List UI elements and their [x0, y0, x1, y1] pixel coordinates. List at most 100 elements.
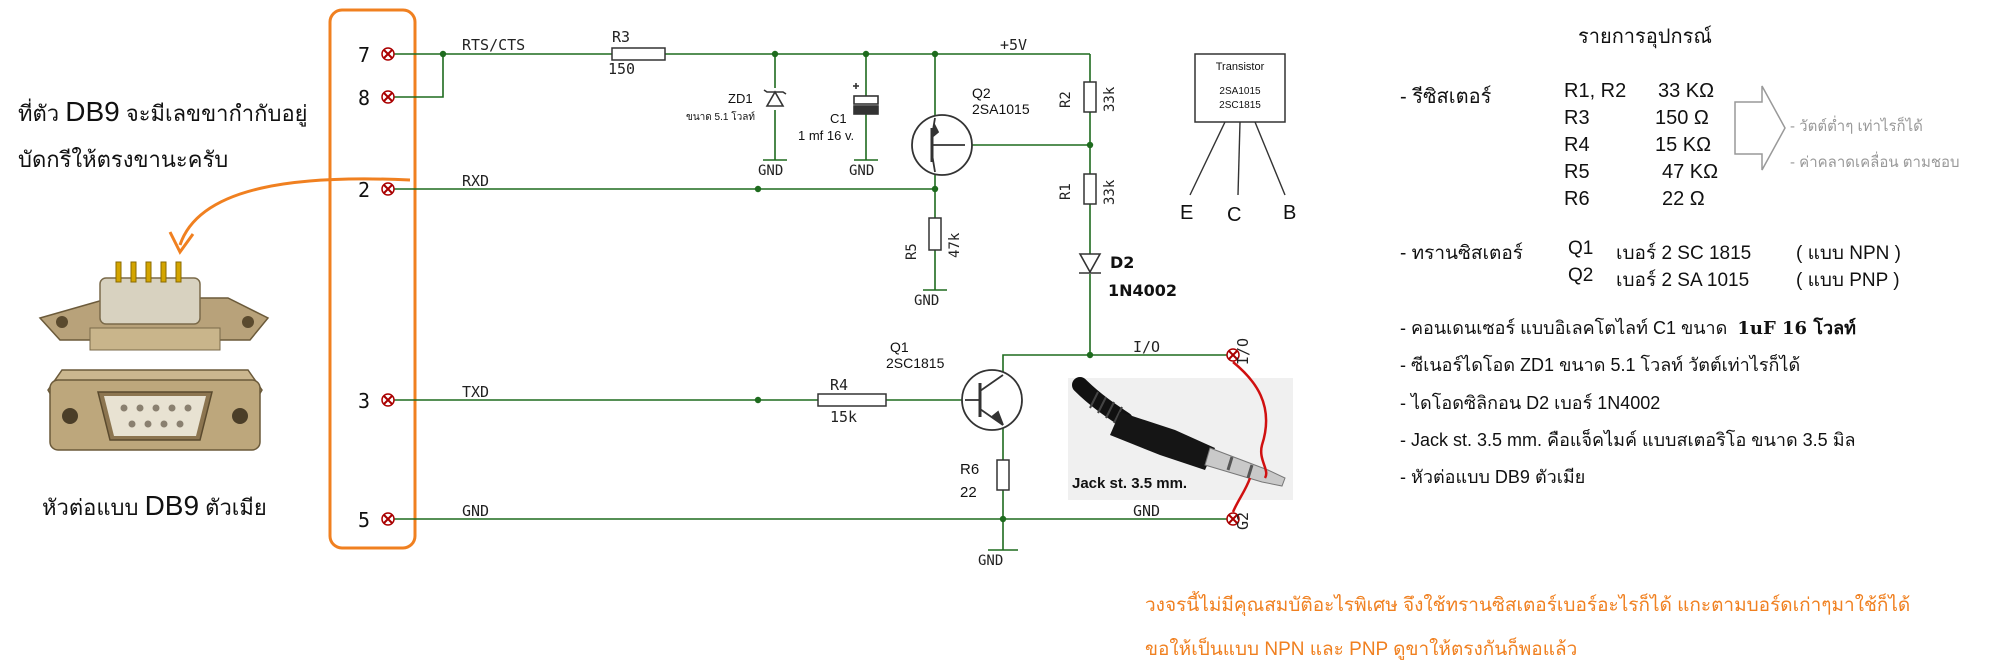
c1-value: 1 mf 16 v.	[798, 128, 854, 143]
r4-resistor	[817, 393, 887, 407]
c1-gnd: GND	[849, 163, 874, 179]
resistor-label: - รีซิสเตอร์	[1400, 86, 1492, 108]
pin-8-label: 8	[358, 86, 370, 110]
pin-5-label: 5	[358, 508, 370, 532]
pin-2-icon	[381, 182, 395, 196]
vcc-label: +5V	[1000, 36, 1027, 54]
connector-caption: หัวต่อแบบ DB9 ตัวเมีย	[42, 490, 267, 521]
pinout-c: C	[1227, 204, 1241, 226]
db9-item: - หัวต่อแบบ DB9 ตัวเมีย	[1400, 467, 1586, 487]
resistor-note-2: - ค่าคลาดเคลื่อน ตามชอบ	[1790, 154, 1960, 171]
resistor-ref-5: R6	[1564, 188, 1590, 210]
pin-7-label: 7	[358, 43, 370, 67]
transistor-pinout	[1189, 53, 1286, 196]
pin-7-icon	[381, 47, 395, 61]
r4-name: R4	[830, 376, 848, 394]
transistor-ref-1: Q1	[1568, 238, 1594, 259]
resistor-value-5: 22 Ω	[1662, 188, 1705, 210]
q2-name: Q2	[972, 85, 991, 101]
r2-value: 33k	[1102, 86, 1118, 112]
pin-5-icon	[381, 512, 395, 526]
capacitor-item: - คอนเดนเซอร์ แบบอิเลคโตไลท์ C1 ขนาด 1uF…	[1400, 318, 1857, 339]
r4-value: 15k	[830, 408, 857, 426]
zd1-gnd: GND	[758, 163, 783, 179]
r1-resistor	[1083, 173, 1097, 205]
d2-name: D2	[1110, 253, 1134, 272]
pinout-e: E	[1180, 202, 1193, 224]
transistor-text-2: เบอร์ 2 SA 1015	[1616, 270, 1750, 291]
r6-gnd: GND	[978, 553, 1003, 569]
pin-3-label: 3	[358, 389, 370, 413]
r6-resistor	[996, 459, 1010, 491]
r2-resistor	[1083, 81, 1097, 113]
diode-item: - ไดโอดซิลิกอน D2 เบอร์ 1N4002	[1400, 393, 1661, 413]
pin-3-icon	[381, 393, 395, 407]
pinout-title: Transistor	[1216, 61, 1265, 73]
arrow-head-icon	[168, 231, 195, 255]
pin-8-icon	[381, 90, 395, 104]
io-label: I/O	[1133, 338, 1160, 356]
resistor-ref-1: R1, R2	[1564, 80, 1627, 102]
pinout-line2: 2SC1815	[1219, 100, 1261, 111]
transistor-ref-2: Q2	[1568, 265, 1594, 286]
transistor-text-1: เบอร์ 2 SC 1815	[1616, 243, 1752, 264]
q2-part: 2SA1015	[972, 101, 1030, 117]
r3-name: R3	[612, 28, 630, 46]
parts-list-title: รายการอุปกรณ์	[1578, 24, 1712, 48]
jack-wires	[1231, 361, 1268, 513]
d2-part: 1N4002	[1108, 281, 1177, 300]
q2-transistor-icon	[911, 114, 973, 176]
r6-name: R6	[960, 461, 979, 478]
r3-resistor	[611, 47, 666, 61]
resistor-value-4: 47 KΩ	[1662, 161, 1719, 183]
txd-label: TXD	[462, 383, 489, 401]
r1-name: R1	[1058, 183, 1074, 200]
zd1-name: ZD1	[728, 91, 753, 106]
db9-connector-image	[38, 261, 270, 451]
io-pin-label: I/O	[1234, 338, 1252, 365]
resistor-value-1: 33 KΩ	[1658, 80, 1715, 102]
junctions	[439, 50, 1094, 523]
r5-name: R5	[904, 243, 920, 260]
db9-pin-highlight	[328, 8, 417, 550]
r5-resistor	[928, 217, 942, 251]
resistor-ref-2: R3	[1564, 107, 1590, 129]
d2-diode-icon	[1078, 253, 1102, 274]
wires	[388, 53, 1230, 550]
resistor-value-2: 150 Ω	[1655, 107, 1709, 129]
connector-note-line2: บัดกรีให้ตรงขานะครับ	[18, 147, 229, 172]
r2-name: R2	[1058, 91, 1074, 108]
arrow-curve	[178, 177, 411, 246]
jack-item: - Jack st. 3.5 mm. คือแจ็คไมค์ แบบสเตอริ…	[1400, 430, 1856, 450]
pin-2-label: 2	[358, 178, 370, 202]
r3-value: 150	[608, 60, 635, 78]
resistor-note-1: - วัตต์ต่ำๆ เท่าไรก็ได้	[1790, 118, 1923, 135]
c1-name: C1	[830, 111, 847, 126]
zd1-zener-icon	[763, 89, 787, 107]
c1-capacitor-icon	[853, 83, 879, 115]
q1-part: 2SC1815	[886, 355, 945, 371]
transistor-label: - ทรานซิสเตอร์	[1400, 243, 1523, 264]
parts-arrow-icon	[1734, 85, 1786, 171]
transistor-type-2: ( แบบ PNP )	[1796, 270, 1900, 291]
q1-transistor-icon	[961, 369, 1023, 431]
resistor-ref-3: R4	[1564, 134, 1590, 156]
gnd-bottom-left-label: GND	[462, 502, 489, 520]
resistor-value-3: 15 KΩ	[1655, 134, 1712, 156]
footer-line-1: วงจรนี้ไม่มีคุณสมบัติอะไรพิเศษ จึงใช้ทรา…	[1145, 595, 1911, 616]
pinout-line1: 2SA1015	[1219, 86, 1261, 97]
rxd-label: RXD	[462, 172, 489, 190]
r5-value: 47k	[947, 232, 963, 258]
r5-gnd: GND	[914, 293, 939, 309]
transistor-type-1: ( แบบ NPN )	[1796, 243, 1901, 264]
connector-note-line1: ที่ตัว DB9 จะมีเลขขากำกับอยู่	[18, 96, 308, 127]
g2-pin-label: G2	[1234, 512, 1252, 530]
footer-line-2: ขอให้เป็นแบบ NPN และ PNP ดูขาให้ตรงกันก็…	[1145, 639, 1578, 660]
resistor-ref-4: R5	[1564, 161, 1590, 183]
r6-value: 22	[960, 484, 977, 501]
rts-cts-label: RTS/CTS	[462, 36, 525, 54]
r1-value: 33k	[1102, 179, 1118, 205]
pinout-b: B	[1283, 202, 1296, 224]
